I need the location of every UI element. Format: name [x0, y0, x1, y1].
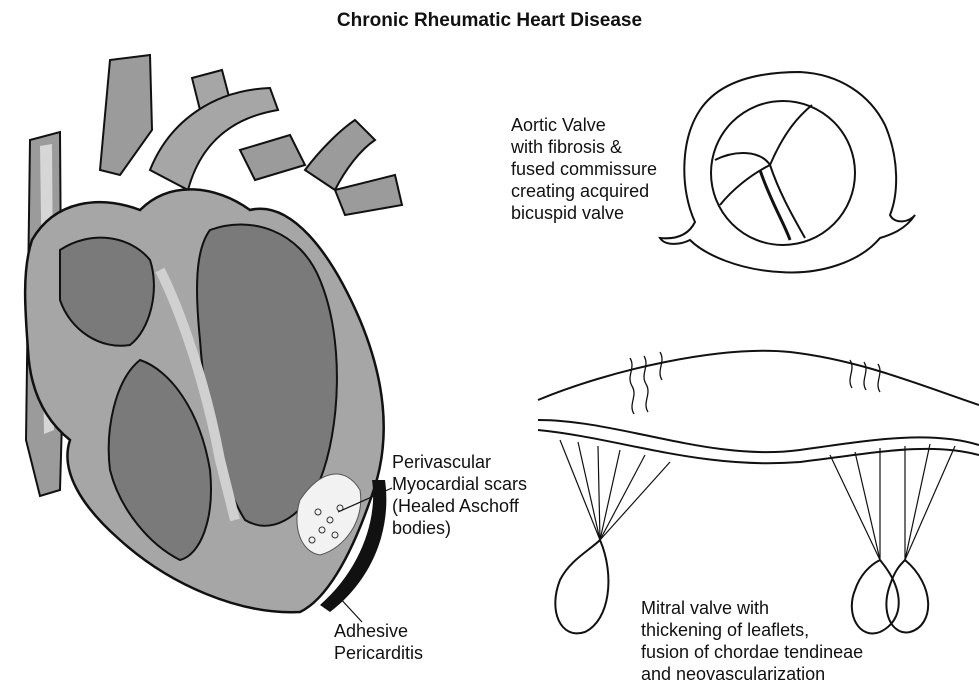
valve-cusp-right [770, 165, 805, 238]
valve-cusp-left [715, 153, 770, 165]
valve-cusp-lower [720, 165, 770, 205]
heart-body [25, 189, 392, 622]
heart-illustration [25, 55, 402, 622]
mitral-valve-label: Mitral valve with thickening of leaflets… [641, 597, 863, 685]
annulus-lower [538, 420, 979, 452]
myocardial-scars-label: Perivascular Myocardial scars (Healed As… [392, 451, 527, 539]
valve-commissure-fused [770, 105, 812, 165]
chordae-tendineae [560, 440, 955, 560]
pericarditis-leader-line [338, 596, 362, 622]
mitral-valve-illustration [538, 351, 979, 634]
papillary-muscle-left [555, 540, 608, 633]
aortic-valve-illustration [660, 72, 915, 272]
leaflet-left [538, 430, 979, 463]
annulus-upper [538, 351, 979, 405]
aortic-valve-label: Aortic Valve with fibrosis & fused commi… [511, 114, 657, 224]
adhesive-pericarditis-label: Adhesive Pericarditis [334, 620, 423, 664]
